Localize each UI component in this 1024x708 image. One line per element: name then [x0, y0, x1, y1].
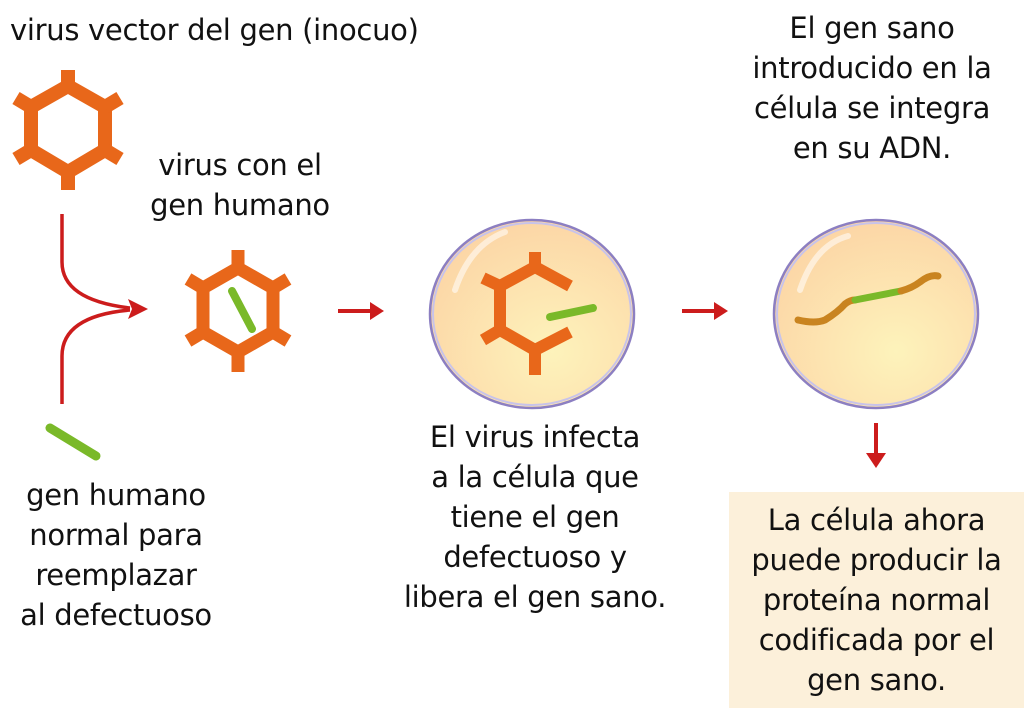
arrow-down-icon — [866, 423, 886, 468]
human-gene-label: gen humano normal para reemplazar al def… — [20, 478, 212, 632]
gene-segment-icon — [45, 423, 101, 461]
result-label: La célula ahora puede producir la proteí… — [751, 503, 1002, 697]
integration-label: El gen sano introducido en la célula se … — [752, 11, 992, 165]
arrow-right-icon — [338, 302, 384, 320]
cell-integrated-dna-icon — [772, 218, 980, 410]
arrow-right-icon — [682, 302, 728, 320]
merge-arrow-icon — [60, 214, 131, 404]
vector-virus-label: virus vector del gen (inocuo) — [10, 13, 419, 47]
infection-label: El virus infecta a la célula que tiene e… — [403, 420, 667, 614]
result-box — [729, 492, 1024, 708]
arrowhead-icon — [128, 299, 148, 319]
hexagon-virus-with-gene-icon — [184, 250, 292, 372]
hexagon-virus-icon — [12, 70, 124, 190]
virus-with-gene-label: virus con el gen humano — [150, 148, 330, 222]
cell-open-virus-icon — [428, 218, 636, 410]
